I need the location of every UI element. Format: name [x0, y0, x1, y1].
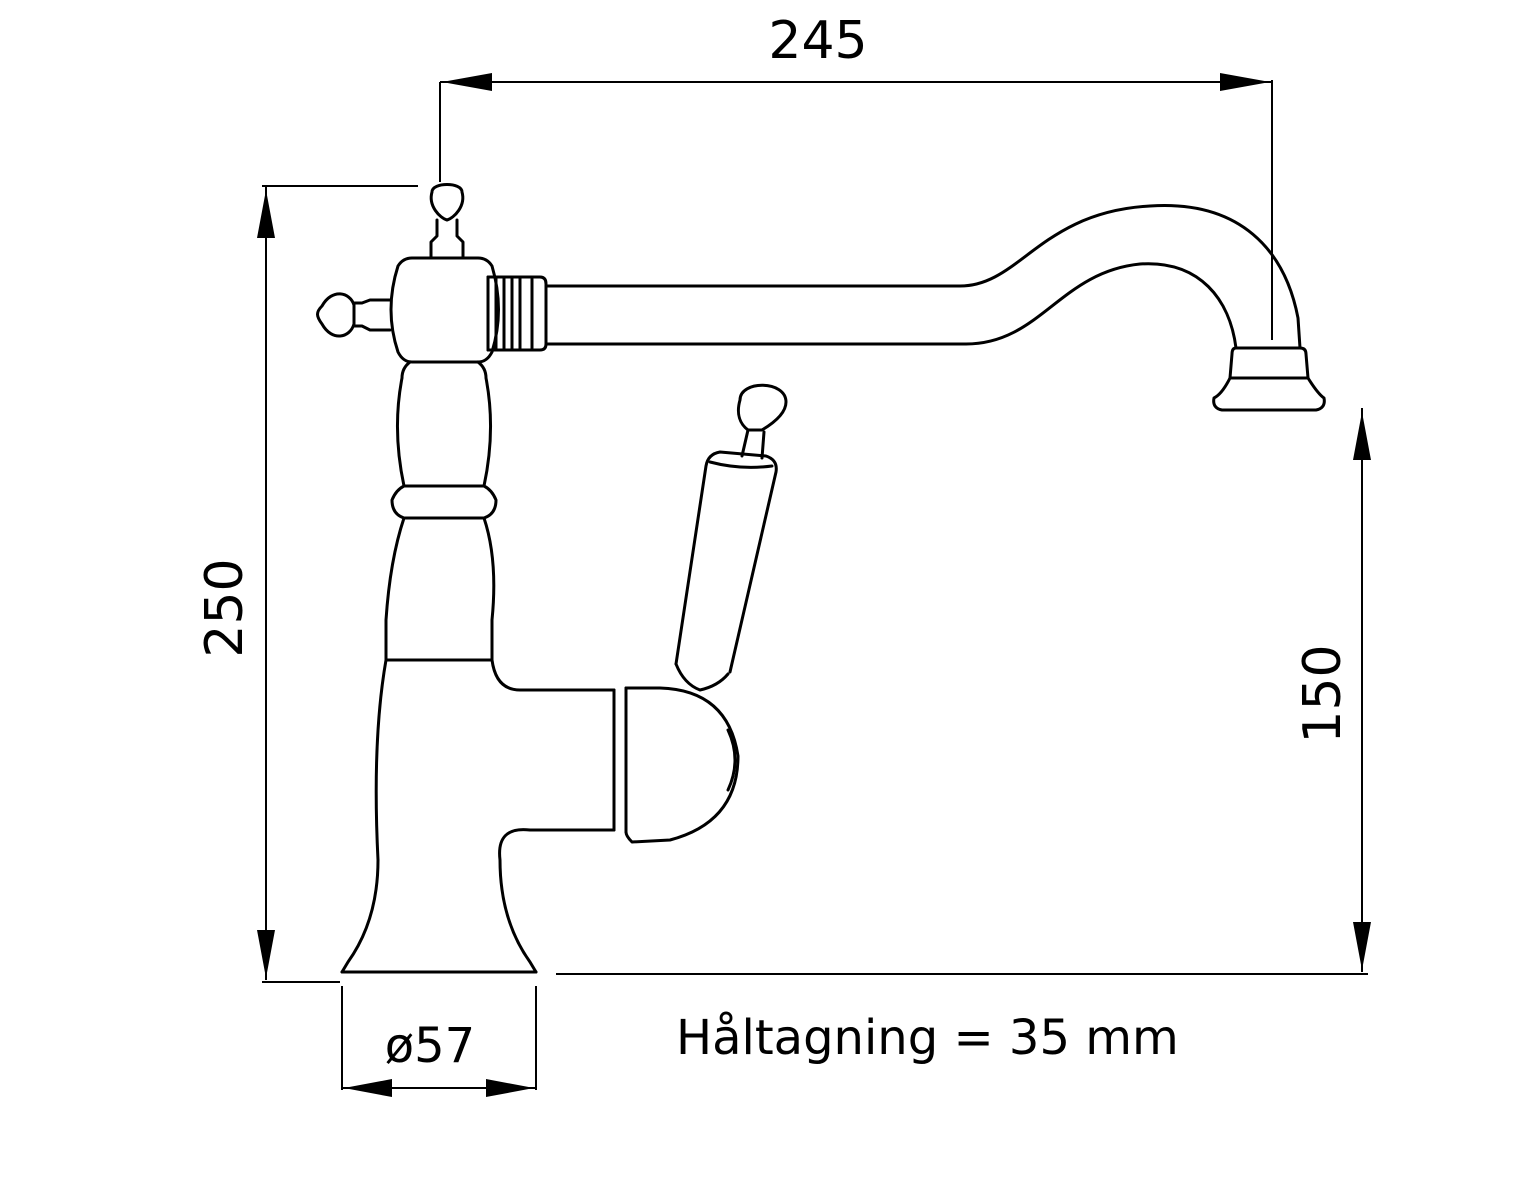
dimension-spout-height: 150: [556, 408, 1371, 975]
column-upper: [384, 360, 498, 662]
top-knob: [429, 183, 465, 260]
arrowhead-top: [1353, 412, 1371, 460]
faucet-body: [340, 658, 616, 974]
arrowhead-bottom: [1353, 922, 1371, 970]
arrowhead-left: [344, 1079, 392, 1097]
spout: [544, 204, 1326, 412]
arrowhead-right: [1220, 73, 1270, 91]
arrowhead-left: [442, 73, 492, 91]
dimension-spout-reach: 245: [439, 11, 1273, 340]
base-diameter-value: ø57: [385, 1018, 475, 1074]
spout-collar: [486, 275, 548, 352]
side-knob: [316, 292, 392, 338]
arrowhead-right: [486, 1079, 534, 1097]
arrowhead-bottom: [257, 930, 275, 978]
faucet-outline: [316, 183, 1326, 974]
dimension-base-diameter: ø57: [341, 986, 537, 1097]
spout-reach-value: 245: [768, 11, 867, 71]
lever-handle: [674, 383, 788, 692]
arrowhead-top: [257, 190, 275, 238]
hole-size-note: Håltagning = 35 mm: [676, 1010, 1179, 1066]
valve-head: [389, 256, 500, 364]
lever-dome: [612, 686, 740, 844]
dimension-total-height: 250: [195, 185, 418, 983]
spout-height-value: 150: [1293, 644, 1353, 743]
total-height-value: 250: [195, 558, 255, 657]
